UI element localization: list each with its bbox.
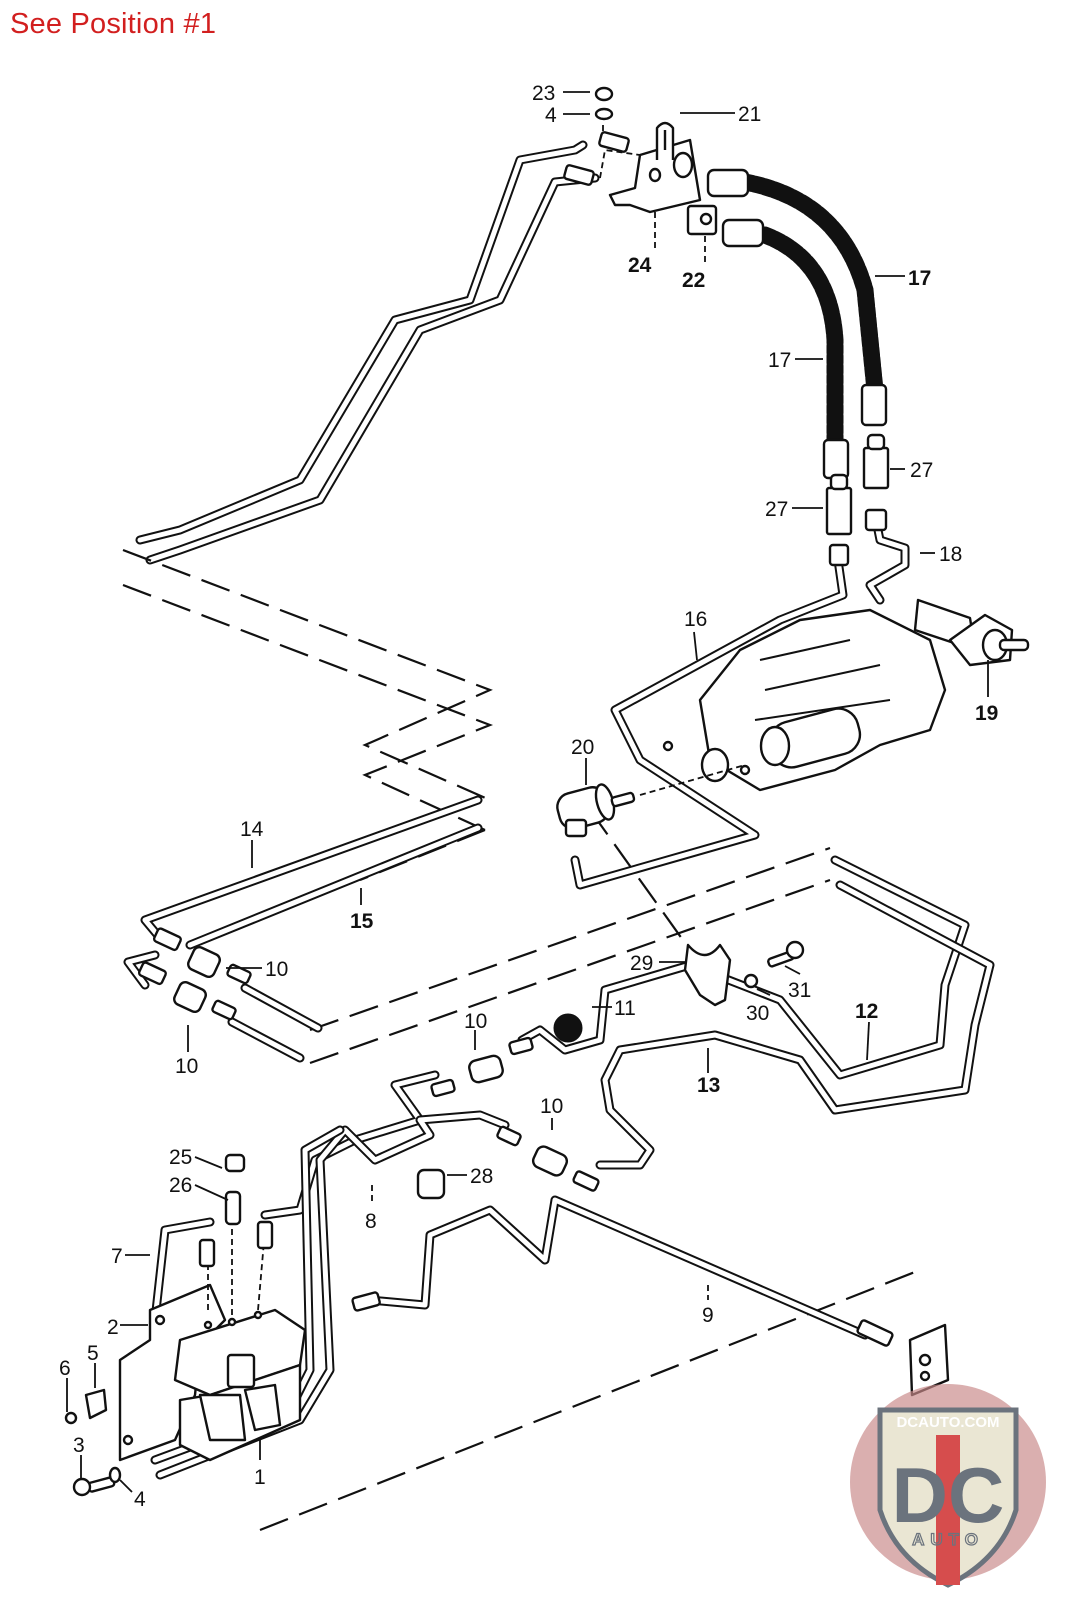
tube-15 bbox=[123, 823, 483, 990]
clip-28 bbox=[416, 1168, 446, 1200]
tube-7 bbox=[150, 1217, 215, 1325]
callout-10-lower-center: 10 bbox=[540, 1095, 563, 1118]
clip-21 bbox=[655, 121, 675, 160]
coupler-10-center bbox=[430, 1036, 534, 1098]
coupler-10-lower-center bbox=[496, 1125, 600, 1192]
callout-8: 8 bbox=[365, 1210, 377, 1233]
coupler-10-lower bbox=[137, 961, 237, 1021]
callout-9: 9 bbox=[702, 1304, 714, 1327]
washer-4-bottom bbox=[108, 1466, 122, 1484]
callout-5: 5 bbox=[87, 1342, 99, 1365]
callout-23: 23 bbox=[532, 82, 555, 105]
bleeder-26 bbox=[224, 1190, 242, 1226]
tube-16 bbox=[570, 555, 848, 890]
washer-30 bbox=[743, 973, 759, 989]
callout-29: 29 bbox=[630, 952, 653, 975]
callout-18: 18 bbox=[939, 543, 962, 566]
callout-6: 6 bbox=[59, 1357, 71, 1380]
callout-3: 3 bbox=[73, 1434, 85, 1457]
dcauto-watermark: DCAUTO.COM DC AUTO bbox=[850, 1384, 1046, 1588]
callout-17-lower: 17 bbox=[768, 349, 791, 372]
grommet-11 bbox=[553, 1013, 583, 1043]
callout-21: 21 bbox=[738, 103, 761, 126]
callout-24: 24 bbox=[628, 254, 652, 277]
adapter-27-left bbox=[825, 473, 853, 567]
adapter-27-right bbox=[862, 433, 890, 532]
watermark-subtext: AUTO bbox=[912, 1530, 984, 1549]
slave-cylinder-19 bbox=[913, 598, 1030, 667]
bracket-29 bbox=[683, 943, 732, 1007]
brake-hose-17-lower bbox=[721, 218, 850, 480]
callout-20: 20 bbox=[571, 736, 594, 759]
callouts: 23 4 21 24 22 17 17 27 27 18 16 19 20 14… bbox=[59, 82, 998, 1511]
tube-12 bbox=[517, 855, 970, 1080]
brake-hose-17-upper bbox=[706, 168, 888, 427]
callout-4-bottom: 4 bbox=[134, 1488, 146, 1511]
callout-17-upper: 17 bbox=[908, 267, 931, 290]
callout-16: 16 bbox=[684, 608, 707, 631]
bolt-31 bbox=[767, 940, 805, 968]
leader-lines bbox=[66, 91, 989, 1493]
callout-19: 19 bbox=[975, 702, 998, 725]
transmission-housing bbox=[662, 608, 947, 792]
callout-4-top: 4 bbox=[545, 104, 557, 127]
clip-22 bbox=[686, 204, 718, 236]
callout-10-center: 10 bbox=[464, 1010, 487, 1033]
nut-23 bbox=[594, 86, 614, 102]
grommet-6 bbox=[64, 1411, 78, 1425]
callout-10-lower-left: 10 bbox=[175, 1055, 198, 1078]
see-position-note: See Position #1 bbox=[10, 8, 217, 40]
callout-22: 22 bbox=[682, 269, 705, 292]
bolt-3 bbox=[72, 1476, 116, 1497]
tube-18 bbox=[865, 520, 910, 605]
washer-4-top bbox=[594, 107, 614, 121]
callout-31: 31 bbox=[788, 979, 811, 1002]
callout-28: 28 bbox=[470, 1165, 493, 1188]
tube-13 bbox=[595, 880, 995, 1170]
hydraulic-unit-1 bbox=[118, 1200, 307, 1462]
callout-27-right: 27 bbox=[910, 459, 933, 482]
sensor-20 bbox=[556, 764, 746, 838]
callout-26: 26 bbox=[169, 1174, 192, 1197]
callout-25: 25 bbox=[169, 1146, 192, 1169]
callout-12: 12 bbox=[855, 1000, 878, 1023]
distribution-block bbox=[856, 1319, 950, 1397]
upper-tube-pair bbox=[135, 140, 600, 565]
watermark-stripe bbox=[936, 1435, 960, 1585]
callout-1: 1 bbox=[254, 1466, 266, 1489]
callout-15: 15 bbox=[350, 910, 374, 933]
tube-14 bbox=[140, 795, 483, 943]
callout-2: 2 bbox=[107, 1316, 119, 1339]
watermark-monogram: DC bbox=[892, 1451, 1005, 1539]
callout-14: 14 bbox=[240, 818, 264, 841]
watermark-domain: DCAUTO.COM bbox=[896, 1414, 999, 1431]
callout-10-upper-left: 10 bbox=[265, 958, 288, 981]
callout-27-left: 27 bbox=[765, 498, 788, 521]
callout-30: 30 bbox=[746, 1002, 769, 1025]
coupler-10-upper bbox=[152, 927, 252, 985]
bracket-24 bbox=[599, 138, 702, 214]
tube-9 bbox=[365, 1195, 870, 1340]
callout-11: 11 bbox=[614, 997, 636, 1020]
plug-25 bbox=[224, 1153, 246, 1173]
mount-5 bbox=[84, 1388, 108, 1420]
callout-13: 13 bbox=[697, 1074, 720, 1097]
callout-7: 7 bbox=[111, 1245, 123, 1268]
